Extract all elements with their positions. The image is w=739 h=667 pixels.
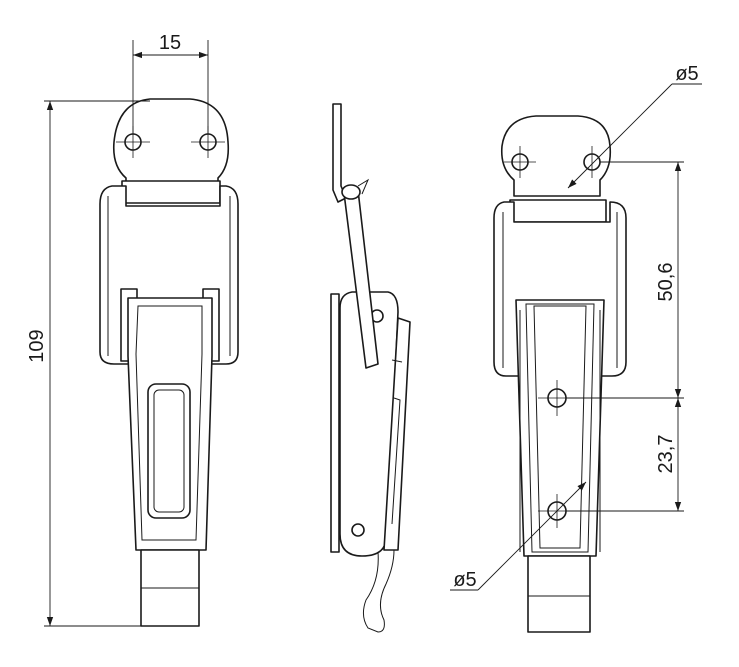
side-lever-plate (383, 317, 411, 551)
right-view (493, 115, 627, 633)
dimension-vertical-spacings: 50,6 23,7 (566, 161, 684, 512)
right-mounting-plate (500, 115, 612, 197)
side-base-strip (330, 293, 340, 553)
dimension-15-label: 15 (159, 32, 181, 54)
right-hook-strip (527, 555, 591, 633)
front-hinge-knuckle (121, 180, 221, 204)
side-lower-pivot (351, 523, 365, 537)
side-body (339, 291, 399, 557)
dimension-upper-diameter-label: ø5 (675, 63, 698, 85)
front-view (99, 98, 239, 627)
dimension-lower-hole-diameter: ø5 (450, 481, 587, 591)
dimension-23-7-label: 23,7 (655, 435, 677, 474)
front-lever-slot (147, 383, 191, 519)
dimension-109-label: 109 (26, 329, 48, 362)
right-hinge-knuckle (509, 199, 607, 223)
side-view (330, 103, 411, 633)
dimension-upper-hole-diameter: ø5 (567, 63, 702, 189)
dimension-lower-diameter-label: ø5 (453, 569, 476, 591)
dimension-overall-length: 109 (26, 100, 150, 627)
dimension-hole-spacing: 15 (132, 32, 209, 134)
dimension-50-6-label: 50,6 (655, 263, 677, 302)
front-mounting-plate (112, 98, 230, 197)
right-lever-outer (515, 299, 605, 557)
